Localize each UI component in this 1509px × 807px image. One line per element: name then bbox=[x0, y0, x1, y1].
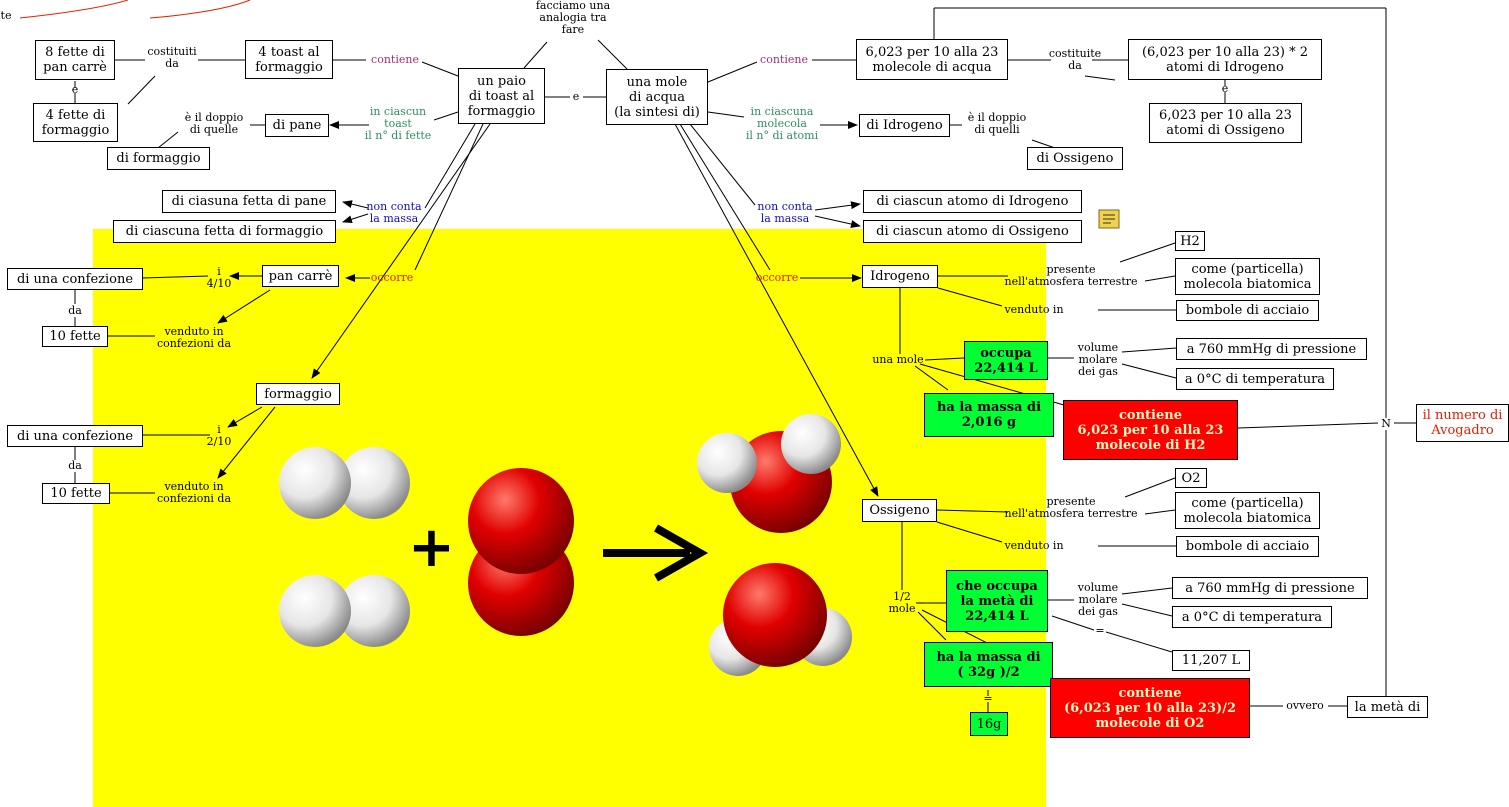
water-molecule-b bbox=[709, 563, 852, 676]
eight-slices-node[interactable]: 8 fette di pan carrè bbox=[35, 40, 115, 80]
per-toast-label: in ciascun toast il n° di fette bbox=[364, 105, 432, 142]
hydrogen-molecule-a bbox=[279, 447, 410, 519]
o-particle-node[interactable]: come (particella) molecola biatomica bbox=[1175, 492, 1320, 529]
h-pressure-node[interactable]: a 760 mmHg di pressione bbox=[1176, 338, 1367, 360]
or-label: ovvero bbox=[1286, 699, 1324, 712]
sold-a-label: venduto in confezioni da bbox=[156, 325, 232, 350]
sold-b-label: venduto in confezioni da bbox=[156, 480, 232, 505]
and-label: e bbox=[572, 90, 580, 103]
o-mass-value-node[interactable]: 16g bbox=[970, 712, 1008, 736]
h-atoms-node[interactable]: (6,023 per 10 alla 23) * 2 atomi di Idro… bbox=[1128, 39, 1322, 80]
one-pack-a-node[interactable]: di una confezione bbox=[7, 268, 143, 290]
reaction-arrow bbox=[603, 524, 709, 582]
formaggio-node[interactable]: formaggio bbox=[256, 383, 340, 405]
avogadro-node[interactable]: il numero di Avogadro bbox=[1416, 404, 1509, 442]
o-half-label: 1/2 mole bbox=[888, 590, 916, 615]
water-and-label: e bbox=[1221, 82, 1229, 95]
h-particle-node[interactable]: come (particella) molecola biatomica bbox=[1175, 258, 1320, 295]
o-sold-label: venduto in bbox=[1004, 539, 1064, 552]
o-present-label: presente nell'atmosfera terrestre bbox=[1004, 495, 1138, 520]
toast-double-label: è il doppio di quelle bbox=[184, 111, 244, 136]
h-cylinders-node[interactable]: bombole di acciaio bbox=[1176, 300, 1319, 321]
ten-slices-a-node[interactable]: 10 fette bbox=[42, 326, 108, 347]
hydrogen-of-node[interactable]: di Idrogeno bbox=[859, 114, 950, 137]
oxygen-molecule bbox=[468, 468, 574, 636]
water-made-of-label: costituite da bbox=[1048, 47, 1102, 72]
water-molecule-a bbox=[697, 414, 841, 533]
o-equals-label: = bbox=[1095, 624, 1105, 637]
ossigeno-node[interactable]: Ossigeno bbox=[862, 499, 937, 522]
each-cheese-node[interactable]: di ciascuna fetta di formaggio bbox=[113, 220, 336, 243]
toast-contains-label: contiene bbox=[371, 53, 419, 66]
h-mole-label: una mole bbox=[872, 353, 924, 366]
note-icon bbox=[1098, 209, 1120, 229]
toast-pair-node[interactable]: un paio di toast al formaggio bbox=[458, 68, 545, 124]
h-volume-label: volume molare dei gas bbox=[1077, 341, 1119, 378]
water-mole-node[interactable]: una mole di acqua (la sintesi di) bbox=[606, 69, 708, 125]
o-atoms-node[interactable]: 6,023 per 10 alla 23 atomi di Ossigeno bbox=[1149, 103, 1302, 143]
water-molecules-node[interactable]: 6,023 per 10 alla 23 molecole di acqua bbox=[856, 39, 1008, 80]
o-mass-equals-label: = bbox=[983, 692, 993, 705]
from-a-label: da bbox=[68, 304, 82, 317]
cheese-slices-node[interactable]: di formaggio bbox=[107, 147, 210, 170]
h-present-label: presente nell'atmosfera terrestre bbox=[1004, 263, 1138, 288]
plus-sign: + bbox=[408, 515, 455, 580]
pan-carre-node[interactable]: pan carrè bbox=[262, 265, 339, 287]
o-temperature-node[interactable]: a 0°C di temperatura bbox=[1172, 606, 1332, 628]
toast-made-of-label: costituiti da bbox=[147, 45, 197, 70]
half-of-node[interactable]: la metà di bbox=[1347, 696, 1428, 718]
o-volume-label: volume molare dei gas bbox=[1077, 581, 1119, 618]
o-cylinders-node[interactable]: bombole di acciaio bbox=[1176, 536, 1319, 557]
four-tenths-label: i 4/10 bbox=[206, 265, 232, 290]
each-bread-node[interactable]: di ciasuna fetta di pane bbox=[162, 190, 336, 213]
n-label: N bbox=[1381, 417, 1391, 430]
water-contains-label: contiene bbox=[760, 53, 808, 66]
o-mass-node[interactable]: ha la massa di ( 32g )/2 bbox=[924, 642, 1053, 687]
o-volume-value-node[interactable]: 11,207 L bbox=[1172, 650, 1250, 671]
oxygen-of-node[interactable]: di Ossigeno bbox=[1027, 147, 1123, 170]
h-occupies-node[interactable]: occupa 22,414 L bbox=[964, 341, 1048, 380]
h-temperature-node[interactable]: a 0°C di temperatura bbox=[1176, 368, 1334, 390]
four-toasts-node[interactable]: 4 toast al formaggio bbox=[245, 40, 333, 79]
each-o-node[interactable]: di ciascun atomo di Ossigeno bbox=[863, 220, 1082, 243]
toast-mass-label: non conta la massa bbox=[366, 200, 422, 225]
toast-and-label: e bbox=[71, 83, 79, 96]
per-molecule-label: in ciascuna molecola il n° di atomi bbox=[745, 105, 819, 142]
o-occupies-node[interactable]: che occupa la metà di 22,414 L bbox=[946, 570, 1048, 632]
water-mass-label: non conta la massa bbox=[757, 200, 813, 225]
bread-node[interactable]: di pane bbox=[265, 114, 329, 137]
h-sold-label: venduto in bbox=[1004, 303, 1064, 316]
water-needs-label: occorre bbox=[755, 271, 799, 284]
o-pressure-node[interactable]: a 760 mmHg di pressione bbox=[1172, 577, 1368, 599]
each-h-node[interactable]: di ciascun atomo di Idrogeno bbox=[863, 190, 1082, 213]
o-contains-node[interactable]: contiene (6,023 per 10 alla 23)/2 moleco… bbox=[1050, 678, 1250, 738]
h-contains-node[interactable]: contiene 6,023 per 10 alla 23 molecole d… bbox=[1063, 400, 1238, 460]
two-tenths-label: i 2/10 bbox=[206, 423, 232, 448]
h2-node[interactable]: H2 bbox=[1175, 231, 1205, 251]
h-mass-node[interactable]: ha la massa di 2,016 g bbox=[924, 393, 1054, 437]
water-double-label: è il doppio di quelli bbox=[967, 111, 1027, 136]
from-b-label: da bbox=[68, 459, 82, 472]
toast-needs-label: occorre bbox=[370, 271, 414, 284]
four-cheese-node[interactable]: 4 fette di formaggio bbox=[33, 103, 118, 142]
one-pack-b-node[interactable]: di una confezione bbox=[7, 425, 143, 447]
analogy-label: facciamo una analogia tra fare bbox=[535, 0, 611, 36]
o2-node[interactable]: O2 bbox=[1175, 468, 1207, 488]
ten-slices-b-node[interactable]: 10 fette bbox=[42, 483, 110, 504]
idrogeno-node[interactable]: Idrogeno bbox=[862, 265, 938, 288]
hydrogen-molecule-b bbox=[279, 575, 410, 647]
corner-text: te bbox=[0, 9, 12, 22]
